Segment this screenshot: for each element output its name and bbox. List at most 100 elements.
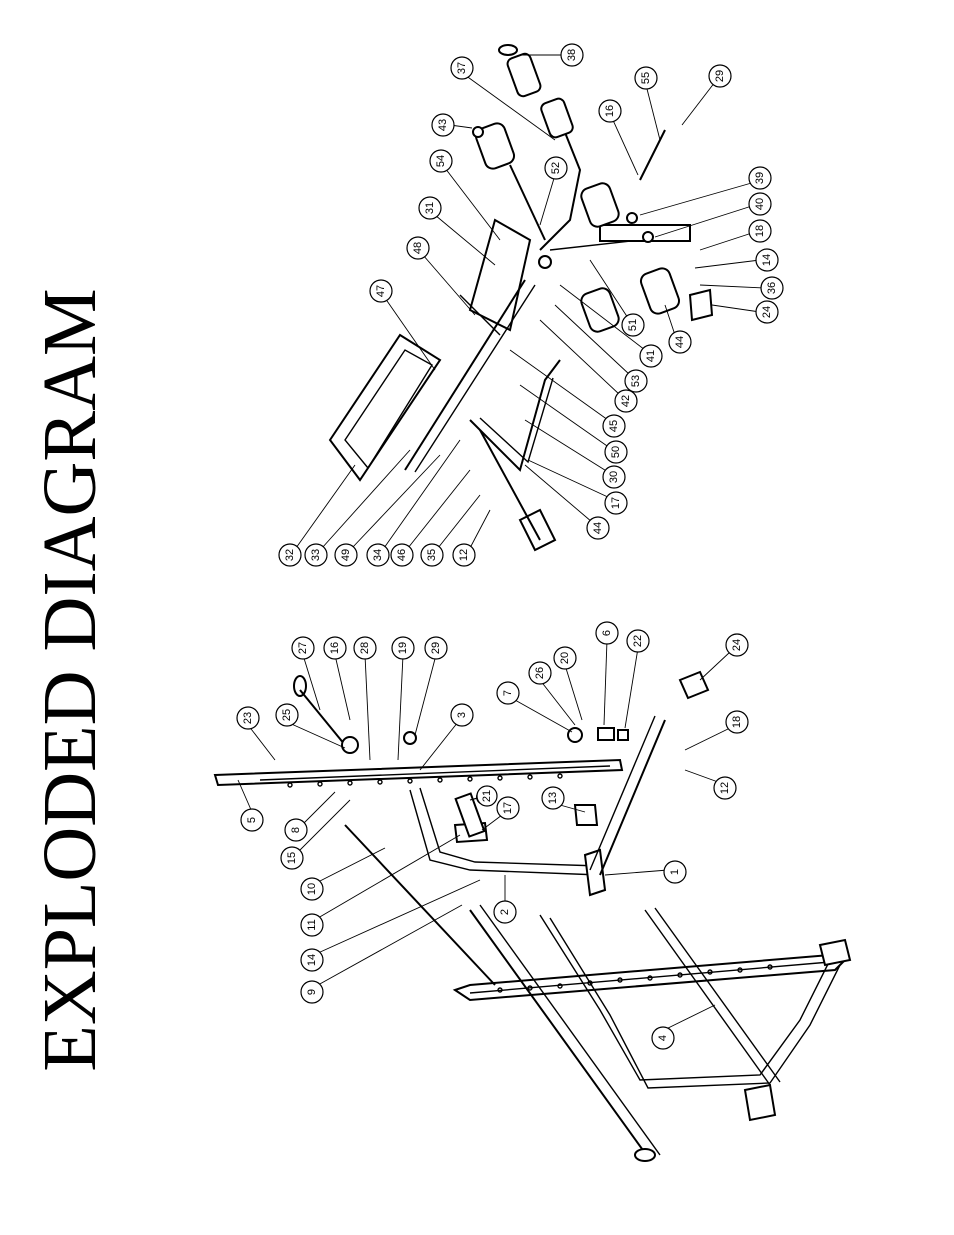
svg-text:12: 12: [719, 782, 731, 794]
svg-text:27: 27: [297, 642, 309, 654]
svg-text:2: 2: [499, 909, 511, 915]
svg-text:31: 31: [424, 202, 436, 214]
svg-text:19: 19: [397, 642, 409, 654]
column-hole-row: [287, 773, 563, 788]
svg-text:38: 38: [566, 49, 578, 61]
svg-text:55: 55: [640, 72, 652, 84]
callout-38: 38: [520, 43, 584, 67]
svg-text:10: 10: [306, 883, 318, 895]
svg-text:30: 30: [608, 471, 620, 483]
callout-6: 6: [595, 621, 619, 726]
callout-7: 7: [496, 681, 573, 733]
callout-3: 3: [419, 703, 474, 771]
svg-text:32: 32: [284, 549, 296, 561]
callout-2: 2: [493, 875, 517, 924]
callout-15: 15: [280, 799, 351, 870]
callout-48: 48: [406, 236, 476, 316]
callout-43: 43: [431, 113, 473, 137]
right-callouts: 38 37 43 54 52 16 55 29 39 40 18 14 36 2…: [278, 43, 784, 567]
callout-26: 26: [528, 661, 576, 726]
callout-39: 39: [639, 166, 772, 216]
svg-text:3: 3: [456, 712, 468, 718]
svg-text:24: 24: [731, 639, 743, 651]
callout-25: 25: [275, 703, 346, 749]
callout-23: 23: [236, 706, 276, 761]
svg-text:28: 28: [359, 642, 371, 654]
callout-30: 30: [524, 419, 626, 489]
svg-text:50: 50: [610, 446, 622, 458]
callout-53: 53: [554, 304, 648, 393]
svg-text:51: 51: [627, 319, 639, 331]
left-callouts: 23 25 27 16 28 19 29 3 7 26 20 6 22 24 1…: [236, 621, 749, 1050]
svg-text:7: 7: [502, 690, 514, 696]
callout-49: 49: [334, 454, 441, 567]
callout-12-right: 12: [452, 509, 491, 567]
callout-44-bottom: 44: [524, 464, 610, 540]
hole-row: [497, 964, 773, 993]
callout-32: 32: [278, 464, 356, 567]
svg-text:44: 44: [592, 522, 604, 534]
svg-text:18: 18: [754, 225, 766, 237]
svg-text:9: 9: [306, 989, 318, 995]
svg-text:29: 29: [714, 70, 726, 82]
callout-17-right: 17: [527, 459, 628, 515]
svg-text:16: 16: [329, 642, 341, 654]
callout-35: 35: [420, 494, 481, 567]
left-assembly-drawing: [213, 670, 852, 1162]
svg-text:12: 12: [458, 549, 470, 561]
svg-text:17: 17: [610, 497, 622, 509]
svg-text:48: 48: [412, 242, 424, 254]
svg-text:25: 25: [281, 709, 293, 721]
svg-text:41: 41: [645, 350, 657, 362]
callout-42: 42: [539, 319, 638, 413]
callout-14-left: 14: [300, 879, 481, 972]
svg-text:39: 39: [754, 172, 766, 184]
callout-44-top: 44: [664, 304, 692, 354]
callout-11: 11: [300, 834, 461, 937]
callout-17-left: 17: [481, 796, 520, 831]
callout-1: 1: [604, 860, 687, 884]
callout-9: 9: [300, 904, 463, 1004]
svg-text:47: 47: [375, 285, 387, 297]
callout-40: 40: [654, 192, 772, 238]
svg-text:14: 14: [761, 254, 773, 266]
svg-text:29: 29: [430, 642, 442, 654]
callout-19: 19: [391, 636, 415, 761]
callout-24-left: 24: [699, 633, 749, 681]
svg-text:17: 17: [502, 802, 514, 814]
foam-rollers: [474, 44, 681, 333]
svg-text:37: 37: [456, 62, 468, 74]
callout-52: 52: [539, 156, 568, 226]
svg-text:13: 13: [547, 792, 559, 804]
svg-text:36: 36: [766, 282, 778, 294]
svg-text:52: 52: [550, 162, 562, 174]
svg-text:22: 22: [632, 635, 644, 647]
callout-45: 45: [509, 349, 626, 438]
svg-text:35: 35: [426, 549, 438, 561]
svg-text:44: 44: [674, 336, 686, 348]
callout-28: 28: [353, 636, 377, 761]
callout-24-right: 24: [711, 300, 779, 324]
callout-29-right: 29: [681, 64, 732, 126]
svg-text:1: 1: [669, 869, 681, 875]
callout-5: 5: [237, 779, 264, 832]
svg-text:4: 4: [657, 1035, 669, 1041]
callout-22: 22: [624, 629, 650, 729]
callout-41: 41: [559, 284, 663, 368]
callout-33: 33: [304, 449, 411, 567]
svg-text:33: 33: [310, 549, 322, 561]
callout-47: 47: [369, 279, 436, 371]
right-assembly-drawing: [328, 44, 714, 552]
svg-text:23: 23: [242, 712, 254, 724]
callout-4: 4: [651, 1004, 716, 1050]
callout-27: 27: [291, 636, 321, 711]
callout-16-right: 16: [598, 99, 639, 176]
svg-text:54: 54: [435, 155, 447, 167]
callout-14-right: 14: [694, 248, 779, 272]
callout-34: 34: [366, 439, 461, 567]
callout-29: 29: [414, 636, 448, 736]
callout-10: 10: [300, 847, 386, 901]
svg-text:6: 6: [601, 630, 613, 636]
svg-text:14: 14: [306, 954, 318, 966]
